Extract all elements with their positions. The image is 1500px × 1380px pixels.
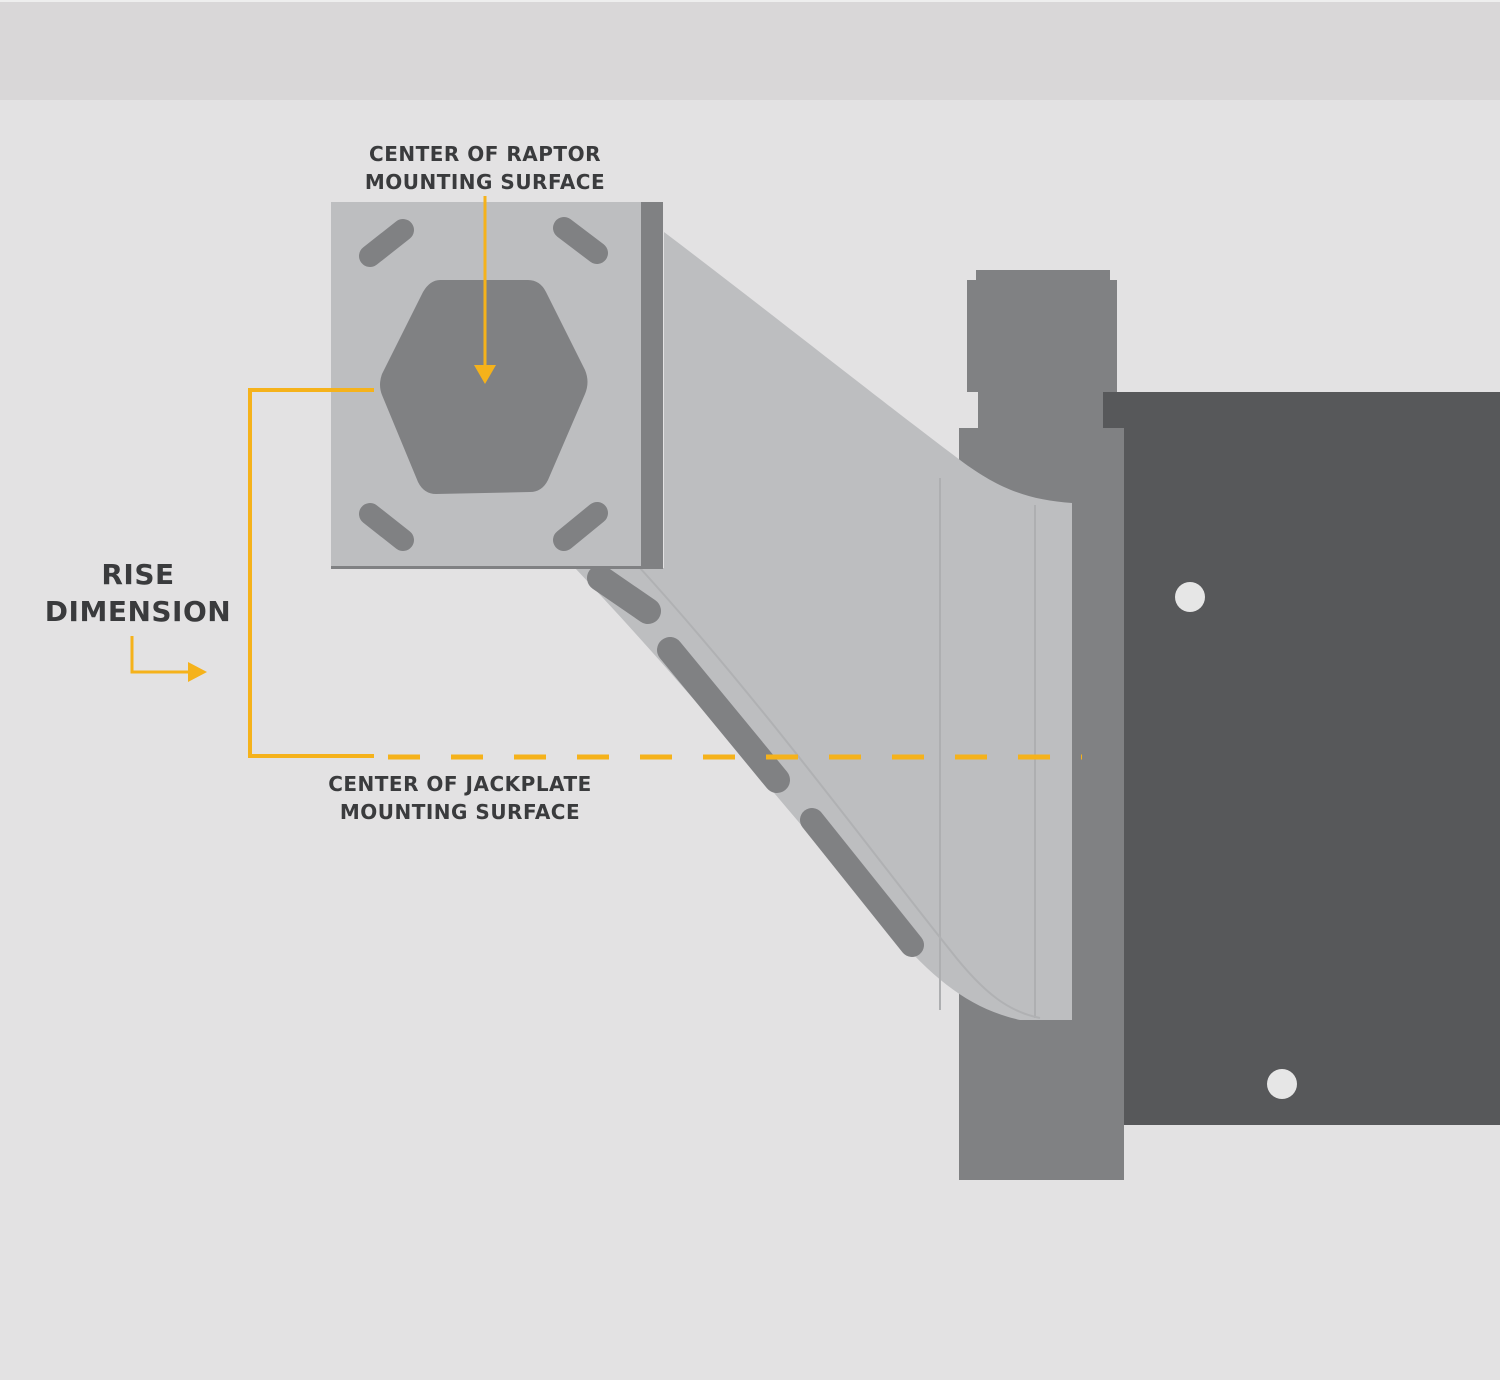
rise-label-arrow-line <box>130 636 190 674</box>
plate-slot-top-right <box>553 217 608 264</box>
annotations <box>130 196 1082 760</box>
arm-slot-3 <box>800 808 924 957</box>
plate-slot-bottom-left <box>359 503 414 551</box>
mounting-hole-upper <box>1175 582 1205 612</box>
arm-slot-1 <box>587 565 661 624</box>
rise-dimension-label: RISE DIMENSION <box>44 558 232 628</box>
bracket-arm <box>575 232 1072 1020</box>
jackplate-center-label: CENTER OF JACKPLATE MOUNTING SURFACE <box>328 772 592 824</box>
raptor-mounting-plate <box>331 202 663 569</box>
plate-slot-top-left <box>359 219 414 267</box>
rise-dimension-bracket <box>248 388 374 758</box>
rise-label-arrow-head <box>188 662 207 682</box>
raptor-center-label: CENTER OF RAPTOR MOUNTING SURFACE <box>364 142 606 194</box>
jackplate-body <box>1103 392 1500 1125</box>
arm-slot-2 <box>657 637 790 793</box>
raptor-center-arrow-head <box>474 365 496 384</box>
hexagon-mount <box>380 280 588 494</box>
top-band <box>0 0 1500 100</box>
plate-slot-bottom-right <box>553 502 608 551</box>
mounting-hole-lower <box>1267 1069 1297 1099</box>
